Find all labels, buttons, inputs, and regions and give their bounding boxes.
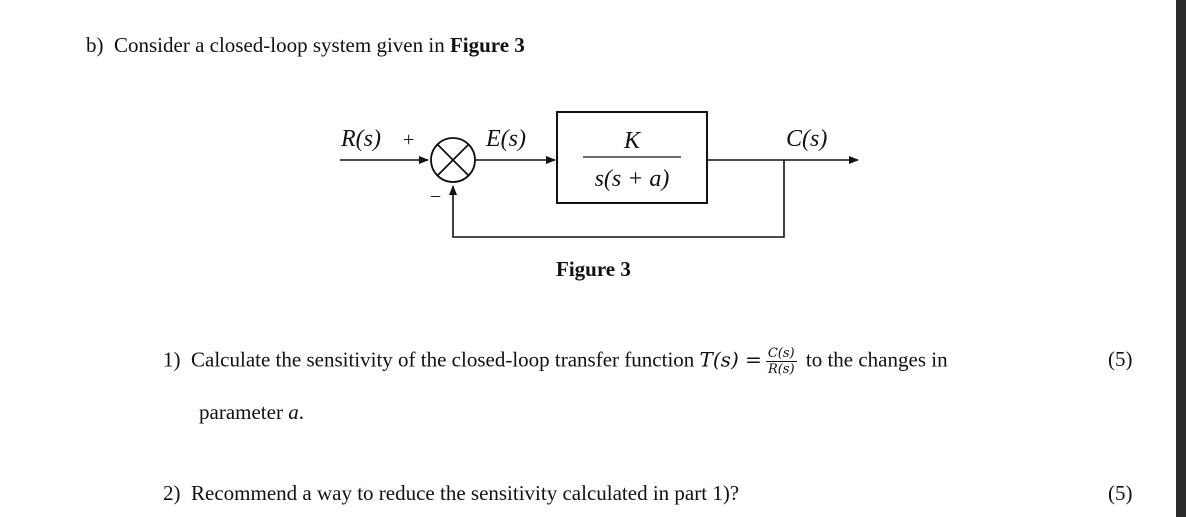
- question-b-text: Consider a closed-loop system given in: [114, 33, 450, 57]
- part1-line2-prefix: parameter: [199, 400, 289, 424]
- minus-sign: −: [430, 186, 441, 208]
- parameter-a: a: [288, 400, 299, 424]
- fraction-denominator: R(s): [767, 362, 795, 377]
- block-denominator: s(s + a): [595, 166, 670, 192]
- summing-junction: [430, 137, 476, 183]
- scrollbar[interactable]: [1176, 0, 1186, 517]
- part1-text-after: to the changes in: [800, 347, 948, 372]
- block-diagram: R(s) + − E(s) K s(s + a) C(s): [340, 111, 859, 238]
- part1-line1: 1) Calculate the sensitivity of the clos…: [163, 347, 948, 376]
- feedback-path: [449, 160, 785, 238]
- block-numerator: K: [623, 128, 642, 154]
- figure-caption: Figure 3: [556, 257, 631, 281]
- part1-marks: (5): [1108, 347, 1133, 371]
- part1-line2-suffix: .: [298, 400, 304, 424]
- plus-sign: +: [403, 129, 414, 151]
- question-b-label: b): [86, 33, 104, 57]
- fraction-numerator: C(s): [765, 346, 797, 362]
- part1-number: 1): [163, 347, 181, 372]
- part2-line: 2) Recommend a way to reduce the sensiti…: [163, 481, 739, 506]
- question-b-line: b) Consider a closed-loop system given i…: [86, 33, 525, 58]
- error-label: E(s): [485, 126, 526, 152]
- part2-number: 2): [163, 481, 181, 505]
- transfer-function-fraction: C(s)R(s): [765, 346, 797, 377]
- transfer-function-symbol: T(s) =: [699, 347, 762, 372]
- part2-marks: (5): [1108, 481, 1133, 505]
- input-label: R(s): [340, 126, 381, 152]
- part2-text: Recommend a way to reduce the sensitivit…: [191, 481, 740, 505]
- figure-reference: Figure 3: [449, 33, 525, 57]
- part1-line2: parameter a.: [199, 400, 304, 425]
- output-label: C(s): [786, 126, 827, 152]
- part1-text-before: Calculate the sensitivity of the closed-…: [191, 347, 700, 372]
